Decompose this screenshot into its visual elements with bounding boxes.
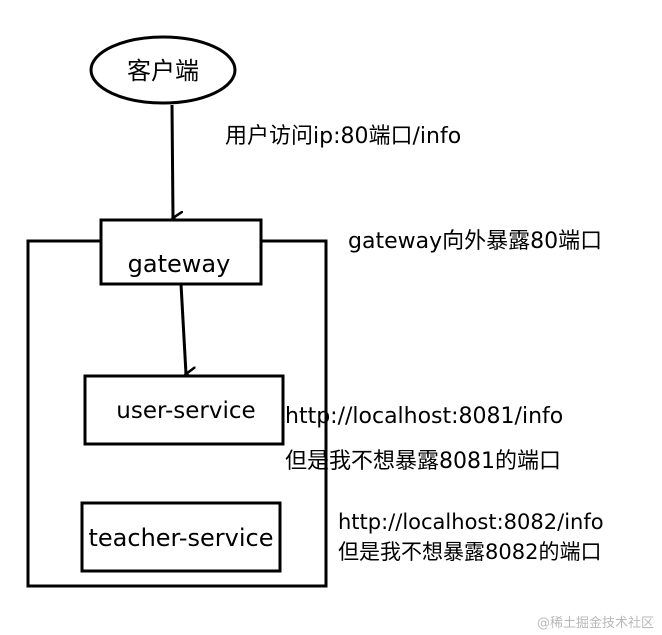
gateway-node <box>99 218 263 286</box>
watermark: @稀土掘金技术社区 <box>537 615 654 631</box>
teacher-service-note-annotation: 但是我不想暴露8082的端口 <box>338 540 601 564</box>
client-label: 客户端 <box>127 57 199 85</box>
teacher-service-node <box>80 501 282 573</box>
user-service-label: user-service <box>116 398 255 424</box>
user-service-note-annotation: 但是我不想暴露8081的端口 <box>285 449 561 474</box>
client-to-gateway-arrow <box>170 104 173 218</box>
teacher-service-label: teacher-service <box>88 524 273 552</box>
teacher-service-url-annotation: http://localhost:8082/info <box>338 510 604 534</box>
client-node <box>89 35 237 105</box>
gateway-exposure-annotation: gateway向外暴露80端口 <box>348 229 602 254</box>
client-request-annotation: 用户访问ip:80端口/info <box>225 124 461 149</box>
gateway-to-user-service-arrow <box>179 283 186 374</box>
user-service-url-annotation: http://localhost:8081/info <box>285 404 563 429</box>
gateway-label: gateway <box>128 250 231 278</box>
user-service-node <box>83 374 285 446</box>
